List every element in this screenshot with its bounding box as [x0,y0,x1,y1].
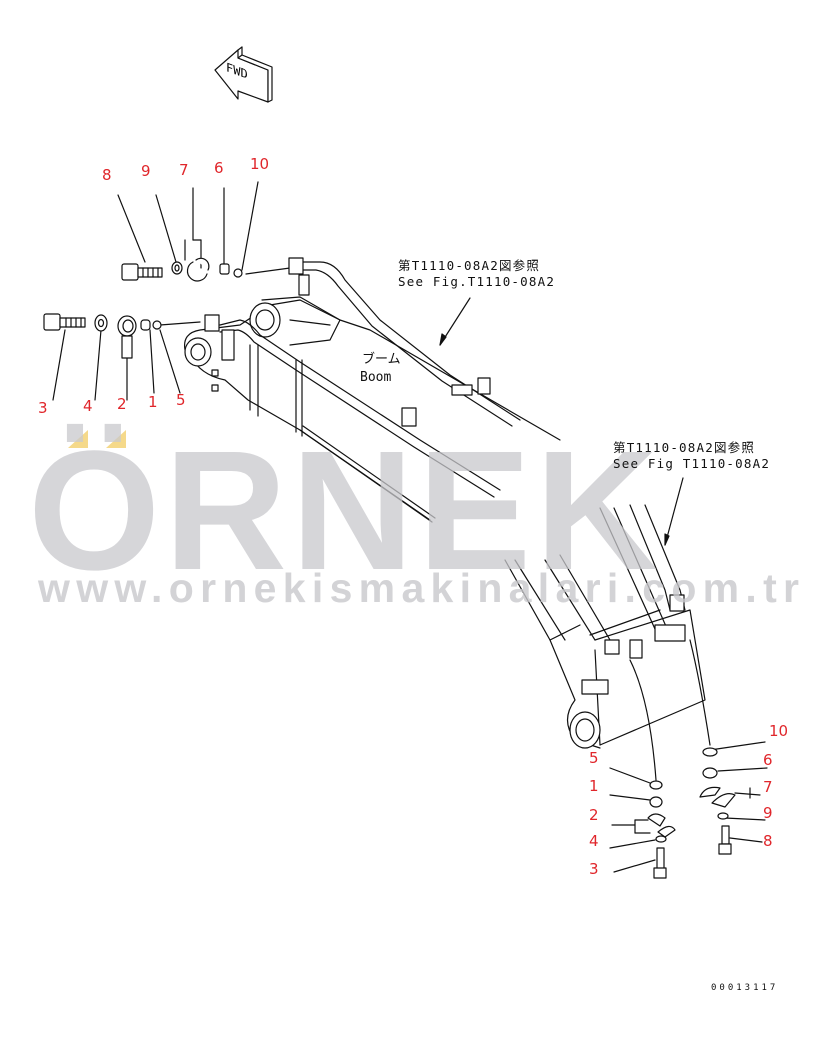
callout-7: 7 [763,778,773,796]
callout-5: 5 [589,749,599,767]
callout-9: 9 [763,804,773,822]
callout-5: 5 [176,391,186,409]
callout-1: 1 [589,777,599,795]
bolt-icon [121,263,163,281]
fwd-arrow-icon [214,46,273,103]
umlaut-accent-icon [68,430,126,448]
callout-8: 8 [763,832,773,850]
watermark-url: www.ornekismakinalari.com.tr [38,565,806,611]
callout-4: 4 [589,832,599,850]
callout-6: 6 [214,159,224,177]
callout-2: 2 [117,395,127,413]
bolt-icon [43,313,86,331]
watermark-brand: ÖRNEK [28,416,662,606]
document-number: 00013117 [711,983,779,993]
reference-note-jp: 第T1110-08A2図参照 [398,258,541,273]
reference-note-en: See Fig.T1110-08A2 [398,274,556,289]
callout-4: 4 [83,397,93,415]
reference-note-jp: 第T1110-08A2図参照 [613,440,756,455]
callout-3: 3 [589,860,599,878]
callout-6: 6 [763,751,773,769]
callout-9: 9 [141,162,151,180]
callout-10: 10 [769,722,789,740]
callout-3: 3 [38,399,48,417]
callout-10: 10 [250,155,270,173]
boom-label-jp: ブーム [362,352,401,367]
callout-7: 7 [179,161,189,179]
callout-2: 2 [589,806,599,824]
boom-label-en: Boom [360,370,392,385]
callout-8: 8 [102,166,112,184]
callout-1: 1 [148,393,158,411]
reference-note-en: See Fig T1110-08A2 [613,456,771,471]
